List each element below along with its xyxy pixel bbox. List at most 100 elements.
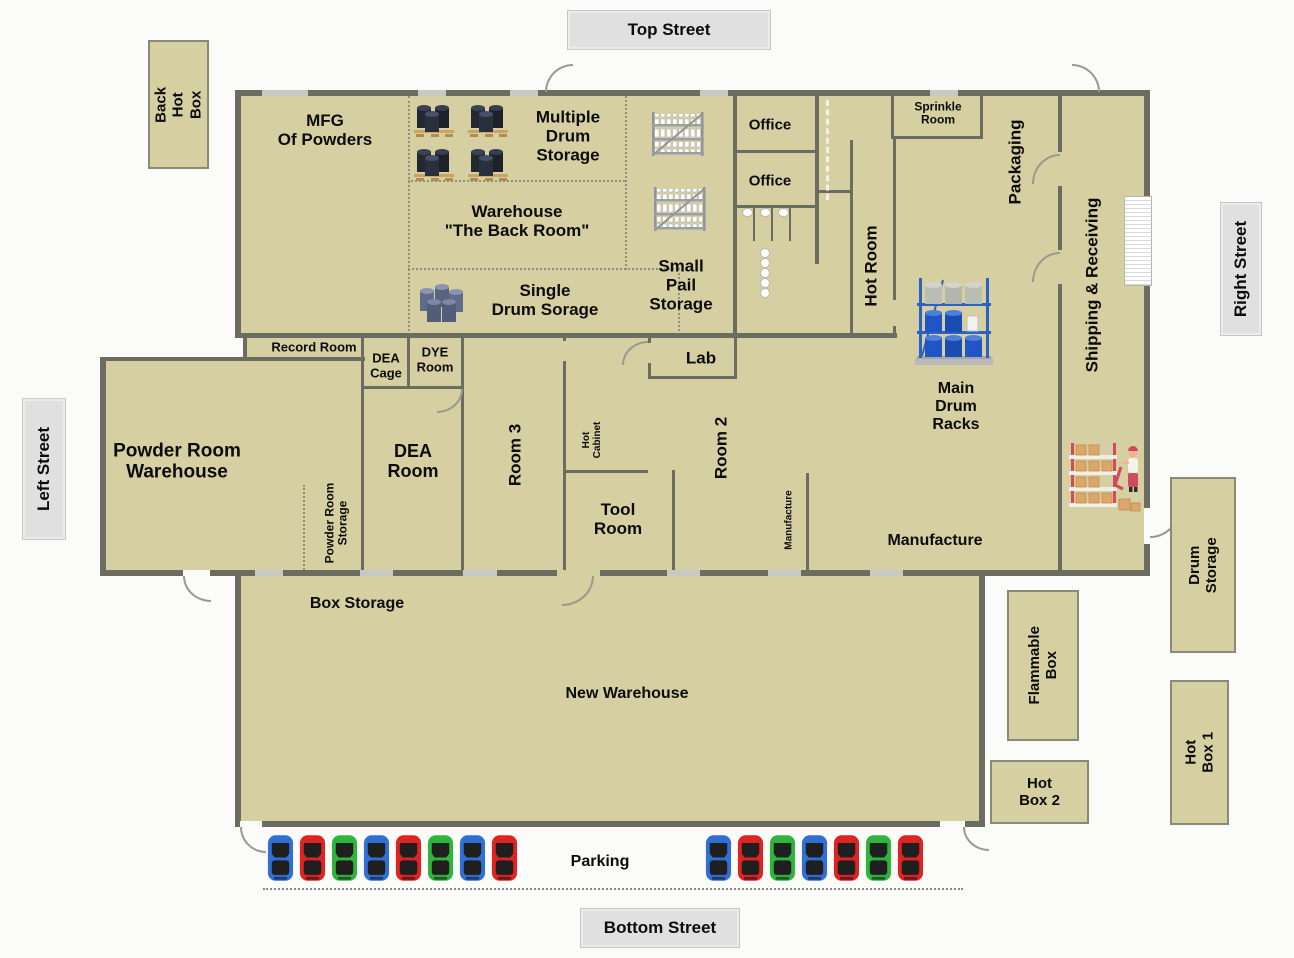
wall [789,205,791,241]
overhead-door [667,570,700,576]
wall [361,386,464,389]
door-gap [940,821,965,827]
room-label-manufacture-small: Manufacture [783,490,795,550]
overhead-door [463,570,497,576]
pallet-drums-icon [468,105,508,137]
wall [672,470,675,575]
wall [815,96,819,264]
overhead-door [255,570,283,576]
overhead-door [700,90,728,96]
dotted-partition [625,96,627,270]
door-gap [893,300,896,326]
wall [979,575,985,827]
outside-hot-box-1-label: Hot Box 1 [1182,732,1217,773]
wall [235,90,1150,96]
wall [771,205,773,241]
wall [648,376,737,379]
wall [461,337,464,389]
sink-icon [760,288,770,298]
room-label-warehouse-back-room: Warehouse "The Back Room" [444,201,590,240]
toilet-icon [742,208,753,217]
sink-icon [760,268,770,278]
wall [733,205,819,208]
worker-figure [1113,446,1138,492]
wall [806,473,809,575]
main-drum-rack-icon [915,278,993,365]
car-icon [768,834,797,883]
outside-drum-storage: Drum Storage [1170,477,1236,653]
room-label-office-1: Office [748,116,792,134]
pail-rack-icon [654,187,706,231]
street-sign-right-label: Right Street [1231,220,1250,318]
car-icon [832,834,861,883]
street-sign-bottom: Bottom Street [580,908,740,948]
room-label-manufacture: Manufacture [887,532,983,550]
room-label-office-2: Office [748,172,792,190]
door-gap [240,821,262,827]
car-icon [330,834,359,883]
wall [753,205,755,241]
floor-middle-block [245,335,1150,575]
room-label-hot-cabinet: Hot Cabinet [580,421,603,459]
street-sign-top: Top Street [567,10,771,50]
street-sign-bottom-label: Bottom Street [603,918,717,937]
parking-row-left [266,834,522,883]
wall [891,136,983,139]
outside-back-hot-box-label: Back Hot Box [152,86,205,123]
room-label-dye-room: DYE Room [416,344,454,374]
pallet-drums-group [410,98,512,182]
overhead-door [870,570,903,576]
wall [407,337,410,389]
wall [980,96,983,139]
door-gap [1058,250,1062,284]
parking-line [263,888,963,890]
sink-icon [760,278,770,288]
door-arc [963,827,989,851]
room-label-record-room: Record Room [271,339,357,355]
room-label-powder-room-warehouse: Powder Room Warehouse [113,440,241,483]
door-arc [240,827,266,853]
wall [733,150,819,153]
door-arc [183,576,211,602]
outside-back-hot-box: Back Hot Box [148,40,209,169]
outside-drum-storage-label: Drum Storage [1185,537,1220,593]
outside-hot-box-1: Hot Box 1 [1170,680,1229,825]
room-label-sprinkle-room: Sprinkle Room [914,99,962,127]
dotted-partition [408,96,410,335]
door-gap [1144,508,1150,544]
room-label-shipping-receiving: Shipping & Receiving [1082,197,1102,373]
room-label-small-pail-storage: Small Pail Storage [649,256,713,314]
wall [893,136,896,333]
locker-row [826,100,829,200]
room-label-lab: Lab [685,348,717,368]
wall [361,337,364,389]
parking-row-right [704,834,928,883]
car-icon [458,834,487,883]
wall [100,357,365,361]
outside-hot-box-2: Hot Box 2 [990,760,1089,824]
car-icon [362,834,391,883]
door-gap [563,341,566,361]
pallet-drums-icon [468,149,508,181]
wall [734,335,737,379]
wall [815,190,853,193]
warehouse-worker-icon [1069,443,1141,512]
room-label-room-3: Room 3 [505,423,525,487]
car-icon [800,834,829,883]
outside-flammable-box: Flammable Box [1007,590,1079,741]
pallet-drums-icon [414,105,454,137]
car-icon [266,834,295,883]
room-label-main-drum-racks: Main Drum Racks [932,380,980,433]
room-label-dea-room: DEA Room [387,440,439,481]
overhead-door [510,90,538,96]
sink-icon [760,248,770,258]
room-label-multiple-drum-storage: Multiple Drum Storage [535,107,601,165]
dotted-partition [303,485,305,570]
dock-hatch [1124,196,1152,286]
overhead-door [262,90,308,96]
wall [100,357,106,575]
room-label-single-drum-sorage: Single Drum Sorage [491,280,599,319]
door-gap [183,570,210,576]
drum-cluster-icon [420,284,463,322]
